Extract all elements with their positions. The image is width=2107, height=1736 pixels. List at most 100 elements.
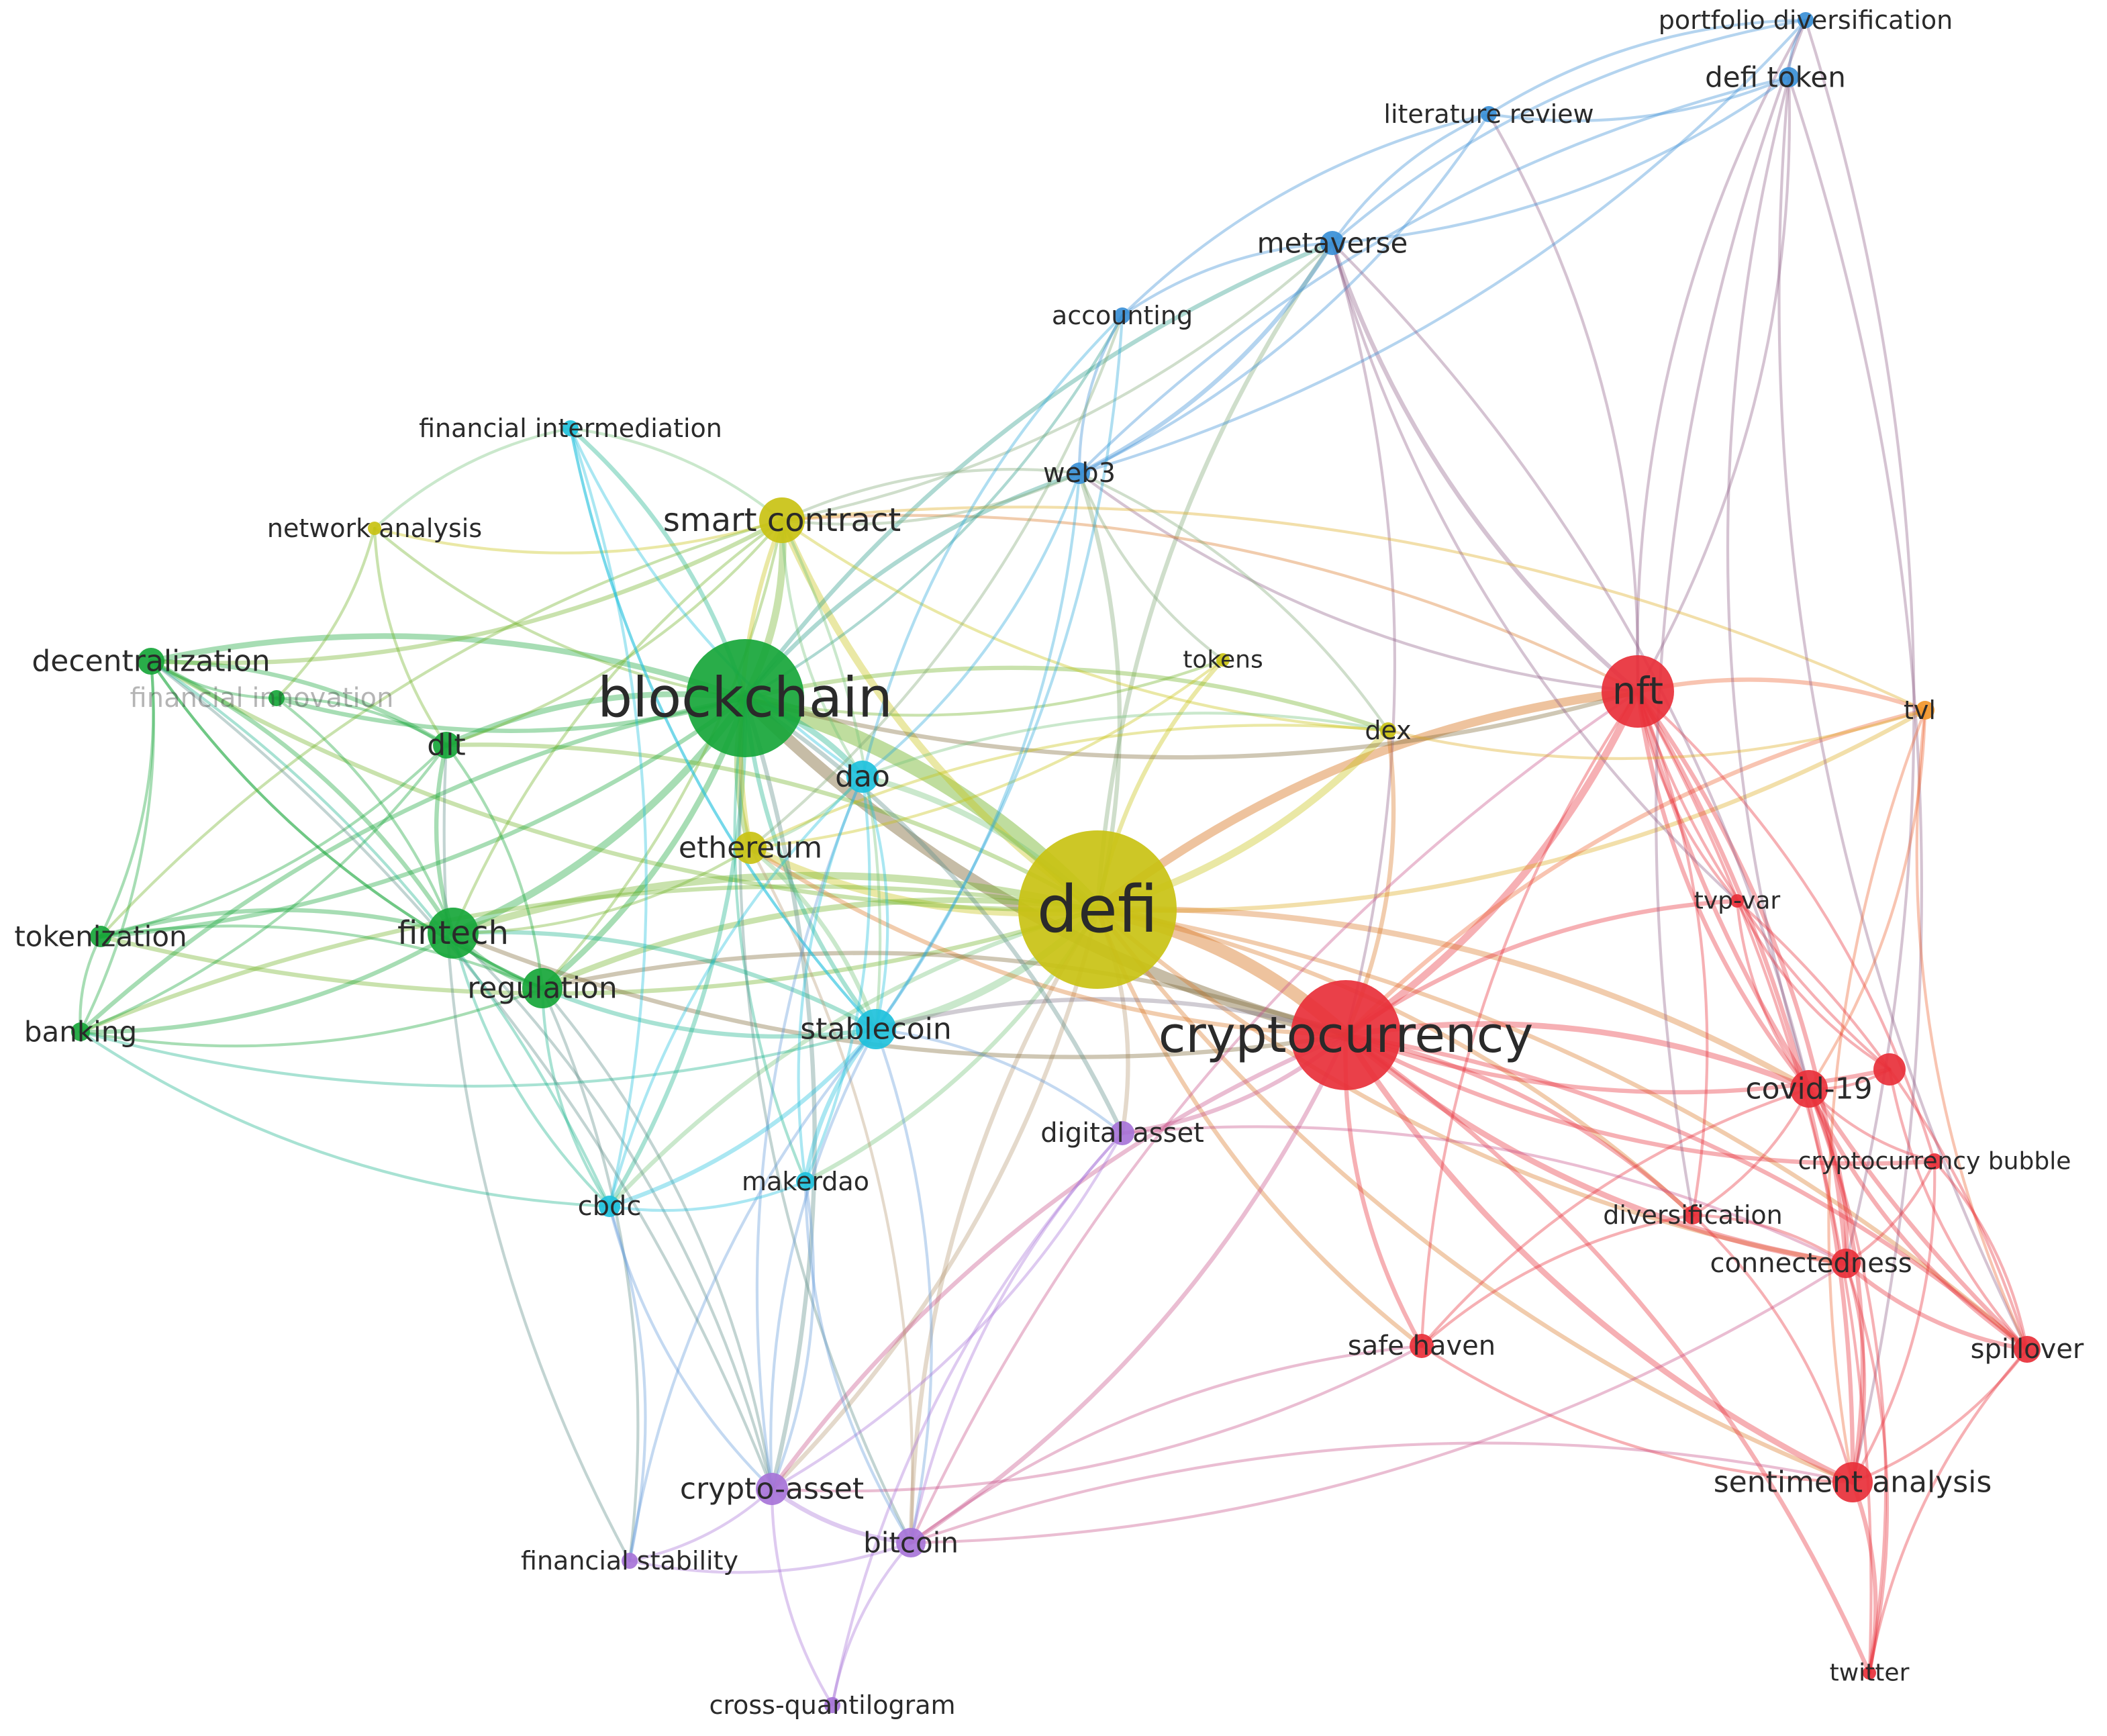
node-crypto-asset[interactable] (756, 1473, 788, 1505)
edge-regulation-dlt (444, 743, 544, 990)
edge-regulation-tokenization (99, 924, 544, 990)
edge-regulation-cbdc (540, 986, 611, 1208)
edge-decentralization-smart-contract (148, 518, 785, 665)
node-cryptocurrency[interactable] (1291, 980, 1401, 1090)
node-metaverse[interactable] (1320, 231, 1344, 255)
node-unlabeled-red[interactable] (1873, 1053, 1906, 1086)
edge-network-analysis-financial-innovation (275, 526, 377, 700)
node-tvp-var[interactable] (1730, 894, 1744, 908)
edge-spillover-cryptocurrency-bubble (1932, 1159, 2029, 1351)
node-financial-intermediation[interactable] (562, 420, 579, 436)
node-twitter[interactable] (1863, 1666, 1876, 1680)
edge-blockchain-dex (742, 665, 1391, 733)
edge-crypto-asset-cross-quantilogram (770, 1487, 834, 1707)
node-cryptocurrency-bubble[interactable] (1926, 1153, 1943, 1169)
edge-bitcoin-financial-stability (628, 1541, 913, 1574)
edge-financial-innovation-dlt (275, 696, 448, 747)
edge-nft-sentiment-analysis (1635, 689, 1855, 1485)
edge-blockchain-digital-asset (742, 695, 1125, 1136)
node-dlt[interactable] (433, 732, 460, 759)
edge-stablecoin-financial-intermediation (569, 426, 878, 1031)
node-network-analysis[interactable] (368, 522, 381, 535)
node-dex[interactable] (1380, 722, 1396, 738)
edge-connectedness-diversification (1691, 1213, 1848, 1265)
edge-smart-contract-metaverse (780, 241, 1334, 522)
edge-covid-19-sentiment-analysis (1806, 1086, 1865, 1485)
edge-nft-metaverse (1330, 240, 1640, 694)
edge-nft-bitcoin (909, 689, 1640, 1545)
label-decentralization: decentralization (32, 644, 270, 679)
label-tvp-var: tvp-var (1694, 887, 1781, 915)
node-connectedness[interactable] (1831, 1249, 1861, 1278)
node-portfolio-diversification[interactable] (1798, 12, 1814, 28)
edge-covid-19-spillover (1806, 1086, 2030, 1352)
edge-defi-nft (1093, 687, 1643, 914)
edge-bitcoin-makerdao (803, 1179, 913, 1545)
edge-sentiment-analysis-cryptocurrency-bubble (1851, 1159, 1937, 1484)
edge-crypto-asset-decentralization (149, 659, 774, 1491)
edge-connectedness-sentiment-analysis (1844, 1261, 1867, 1484)
node-ethereum[interactable] (734, 832, 767, 864)
edge-cbdc-decentralization (149, 659, 611, 1208)
edge-web3-defi-token (1077, 75, 1791, 475)
edge-smart-contract-web3 (780, 468, 1081, 522)
node-digital-asset[interactable] (1110, 1121, 1134, 1145)
node-smart-contract[interactable] (759, 497, 805, 543)
edge-defi-connectedness (1095, 907, 1849, 1266)
edge-financial-intermediation-stablecoin (569, 426, 878, 1031)
node-tokens[interactable] (1216, 653, 1230, 667)
edge-nft-web3 (1077, 471, 1640, 693)
edge-blockchain-banking (78, 695, 748, 1034)
node-blockchain[interactable] (686, 639, 804, 757)
node-decentralization[interactable] (138, 648, 164, 675)
node-bitcoin[interactable] (896, 1528, 926, 1557)
edge-cryptocurrency-stablecoin (873, 997, 1349, 1038)
edge-cryptocurrency-bitcoin (908, 1032, 1349, 1545)
edge-dao-dex (861, 712, 1390, 779)
node-sentiment-analysis[interactable] (1832, 1462, 1873, 1502)
node-dao[interactable] (846, 761, 879, 793)
edge-cryptocurrency-regulation (540, 951, 1349, 1038)
edge-ethereum-bitcoin (748, 846, 914, 1545)
node-stablecoin[interactable] (856, 1009, 896, 1049)
edge-blockchain-tokenization (98, 695, 748, 939)
node-tvl[interactable] (1916, 701, 1934, 720)
edge-metaverse-literature-review (1330, 112, 1491, 245)
node-nft[interactable] (1602, 655, 1674, 728)
edge-nft-defi-token (1636, 75, 1792, 693)
edge-nft-twitter (1636, 689, 1873, 1675)
node-financial-innovation[interactable] (268, 690, 285, 706)
edge-regulation-crypto-asset (540, 986, 774, 1491)
node-fintech[interactable] (428, 908, 479, 959)
edges-layer (78, 18, 2030, 1707)
label-stablecoin: stablecoin (800, 1012, 952, 1047)
edge-accounting-ethereum (748, 314, 1124, 850)
edge-defi-cbdc (607, 907, 1100, 1209)
edge-nft-connectedness (1635, 689, 1849, 1266)
node-defi[interactable] (1018, 830, 1177, 989)
edge-web3-smart-contract (780, 471, 1081, 526)
node-cbdc[interactable] (599, 1196, 620, 1217)
edge-web3-tokens (1077, 471, 1225, 662)
edge-ethereum-dao (748, 775, 865, 850)
node-regulation[interactable] (522, 968, 562, 1008)
node-safe-haven[interactable] (1410, 1334, 1434, 1358)
edge-covid-19-twitter (1807, 1087, 1888, 1675)
node-financial-stability[interactable] (622, 1553, 638, 1569)
node-banking[interactable] (71, 1022, 90, 1041)
node-makerdao[interactable] (796, 1172, 815, 1191)
node-cross-quantilogram[interactable] (824, 1697, 840, 1713)
edge-dao-cbdc (607, 775, 865, 1208)
node-accounting[interactable] (1114, 307, 1130, 324)
edge-fintech-tokenization (98, 908, 456, 939)
node-web3[interactable] (1069, 463, 1090, 484)
node-defi-token[interactable] (1779, 67, 1799, 87)
node-literature-review[interactable] (1481, 106, 1497, 122)
edge-network-analysis-dlt (373, 526, 448, 747)
node-covid-19[interactable] (1790, 1070, 1828, 1108)
node-diversification[interactable] (1683, 1206, 1702, 1224)
edge-literature-review-accounting (1120, 112, 1491, 318)
node-tokenization[interactable] (90, 926, 111, 947)
label-financial-stability: financial stability (521, 1546, 738, 1576)
node-spillover[interactable] (2014, 1336, 2041, 1363)
